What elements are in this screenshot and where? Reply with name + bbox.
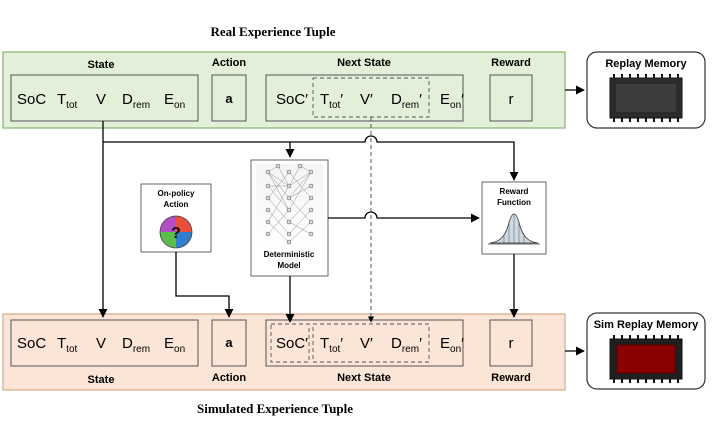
onpolicy-to-action-arrow xyxy=(175,252,234,318)
var-e: E xyxy=(164,91,174,108)
sim-next-state-box xyxy=(265,319,464,367)
sim-soc-dashed-group xyxy=(270,323,310,363)
real-state-vars: SoC Ttot V Drem Eon xyxy=(17,91,185,112)
model-to-reward-function-arrow xyxy=(328,211,480,223)
real-reward-value: r xyxy=(509,91,514,108)
real-action-value: a xyxy=(225,91,233,106)
sim-action-box xyxy=(211,319,247,367)
model-label-2: Model xyxy=(277,261,300,270)
reward-function-label-2: Function xyxy=(497,198,531,207)
sim-state-header: State xyxy=(88,374,115,386)
real-next-vars: SoC′ Ttot′ V′ Drem′ Eon′ xyxy=(276,91,464,111)
sim-next-state-header: Next State xyxy=(337,372,391,384)
real-state-header: State xyxy=(88,59,115,71)
var-t: T xyxy=(57,91,66,108)
sim-action-header: Action xyxy=(212,372,247,384)
chip-icon xyxy=(609,335,683,383)
onpolicy-label-2: Action xyxy=(164,200,189,209)
sub-rem: rem xyxy=(133,100,150,111)
reward-function-label-1: Reward xyxy=(500,187,529,196)
sim-replay-memory-label: Sim Replay Memory xyxy=(594,319,699,331)
real-state-box xyxy=(10,74,199,122)
model-label-1: Deterministic xyxy=(264,250,315,259)
sim-next-vars: SoC′ Ttot′ V′ Drem′ Eon′ xyxy=(276,335,464,355)
replay-memory-label: Replay Memory xyxy=(605,58,687,70)
sim-action-value: a xyxy=(225,335,233,350)
sim-reward-box xyxy=(489,319,533,367)
real-reward-box xyxy=(489,74,533,122)
onpolicy-label-1: On-policy xyxy=(158,189,195,198)
real-action-header: Action xyxy=(212,57,247,69)
var-v: V xyxy=(96,91,106,108)
real-action-box xyxy=(211,74,247,122)
real-next-state-header: Next State xyxy=(337,57,391,69)
question-glyph: ? xyxy=(171,225,181,242)
sim-reward-value: r xyxy=(509,335,514,352)
bell-curve-icon xyxy=(488,213,540,245)
var-d: D xyxy=(122,91,133,108)
neural-network-icon xyxy=(256,163,323,246)
state-to-reward-function-arrow xyxy=(103,135,519,181)
sub-on: on xyxy=(174,100,185,111)
sim-next-dashed-group xyxy=(312,323,430,363)
sub-tot: tot xyxy=(66,100,77,111)
sim-state-vars: SoC Ttot V Drem Eon xyxy=(17,335,185,356)
real-reward-header: Reward xyxy=(491,57,531,69)
var-soc: SoC xyxy=(17,91,46,108)
sim-state-box xyxy=(10,319,199,367)
sim-reward-header: Reward xyxy=(491,372,531,384)
chip-icon xyxy=(609,74,683,122)
real-tuple-title: Real Experience Tuple xyxy=(211,24,336,39)
real-next-state-box xyxy=(265,74,464,122)
color-wheel-icon: ? xyxy=(159,215,193,249)
sim-tuple-title: Simulated Experience Tuple xyxy=(197,401,353,416)
